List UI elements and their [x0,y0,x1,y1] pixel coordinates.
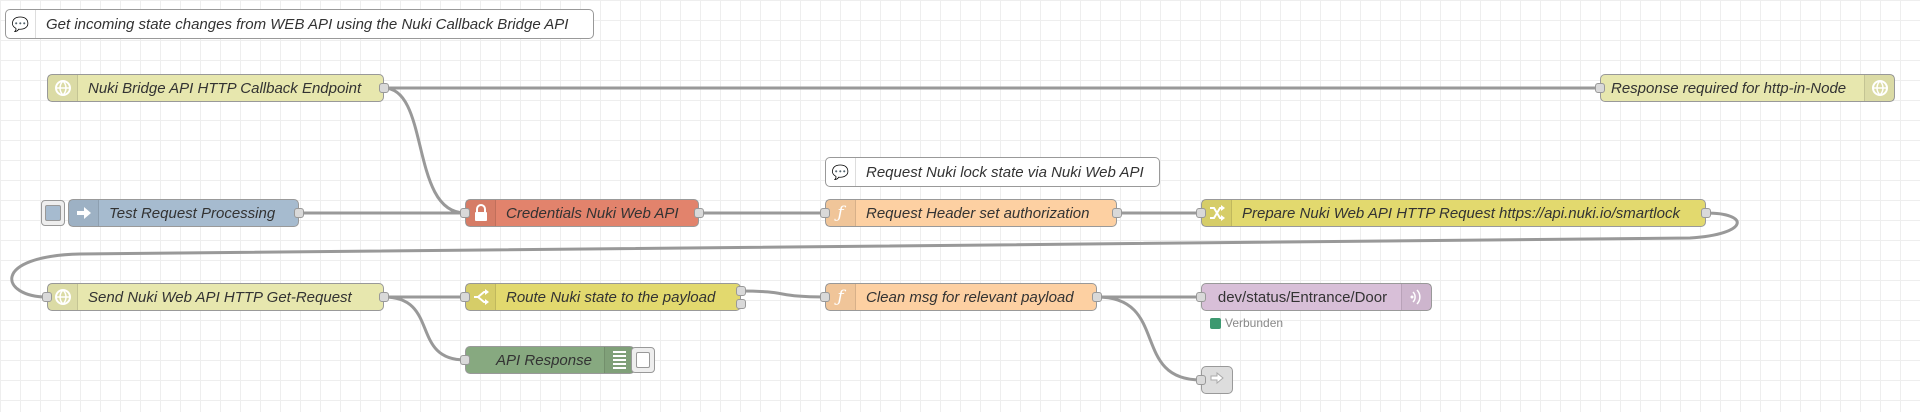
shuffle-icon [1202,200,1232,226]
wire-http-request-to-debug[interactable] [383,295,466,362]
output-port[interactable] [379,83,389,93]
link-out-icon [1209,370,1225,391]
mqtt-icon [1401,284,1431,310]
mqtt-out-node[interactable]: dev/status/Entrance/Door [1196,283,1432,311]
mqtt-status: Verbunden [1210,316,1283,330]
output-port-2[interactable] [736,299,746,309]
input-port[interactable] [460,292,470,302]
inject-trigger-button[interactable] [41,200,65,226]
wire-clean-to-link-out[interactable] [1096,295,1202,382]
node-label: Send Nuki Web API HTTP Get-Request [88,288,352,306]
lock-icon [466,200,496,226]
http-in-node[interactable]: Nuki Bridge API HTTP Callback Endpoint [47,74,389,102]
node-label: Response required for http-in-Node [1611,79,1847,97]
output-port[interactable] [294,208,304,218]
input-port[interactable] [1595,83,1605,93]
http-request-node[interactable]: Send Nuki Web API HTTP Get-Request [42,283,389,311]
node-label: Credentials Nuki Web API [506,204,679,222]
node-label: API Response [496,351,592,369]
output-port[interactable] [694,208,704,218]
status-indicator [1210,317,1221,329]
output-port[interactable] [1701,208,1711,218]
node-label: Route Nuki state to the payload [506,288,716,306]
node-label: Clean msg for relevant payload [866,288,1074,306]
debug-icon [604,347,634,373]
input-port[interactable] [1196,292,1206,302]
debug-toggle-button[interactable] [631,347,655,373]
globe-icon [48,75,78,101]
credentials-node[interactable]: Credentials Nuki Web API [460,199,704,227]
node-label: Test Request Processing [109,204,276,222]
node-label: dev/status/Entrance/Door [1217,288,1388,306]
prepare-request-node[interactable]: Prepare Nuki Web API HTTP Request https:… [1196,199,1711,227]
globe-icon [48,284,78,310]
header-function-node[interactable]: ƒ Request Header set authorization [820,199,1122,227]
status-text: Verbunden [1225,316,1284,330]
comment-label: Get incoming state changes from WEB API … [46,15,569,33]
output-port[interactable] [1092,292,1102,302]
output-port-1[interactable] [736,286,746,296]
input-port[interactable] [460,208,470,218]
speech-bubble-icon: 💬 [826,158,856,186]
globe-icon [1864,75,1894,101]
debug-node[interactable]: API Response [460,346,635,374]
wire-prepare-to-http-request[interactable] [10,211,1739,299]
function-icon: ƒ [826,284,856,310]
link-out-node[interactable] [1196,366,1233,394]
input-port[interactable] [1196,375,1206,385]
comment-node-request-lock[interactable]: 💬 Request Nuki lock state via Nuki Web A… [825,157,1160,187]
wire-http-in-to-credentials[interactable] [383,86,466,215]
clean-function-node[interactable]: ƒ Clean msg for relevant payload [820,283,1102,311]
comment-node-title[interactable]: 💬 Get incoming state changes from WEB AP… [5,9,594,39]
switch-node[interactable]: Route Nuki state to the payload [460,283,746,311]
node-label: Prepare Nuki Web API HTTP Request https:… [1242,204,1680,222]
input-port[interactable] [820,292,830,302]
arrow-in-icon [69,200,99,226]
wire-switch-to-clean[interactable] [740,289,826,299]
output-port[interactable] [1112,208,1122,218]
input-port[interactable] [460,355,470,365]
node-label: Nuki Bridge API HTTP Callback Endpoint [88,79,362,97]
switch-icon [466,284,496,310]
output-port[interactable] [379,292,389,302]
input-port[interactable] [820,208,830,218]
speech-bubble-icon: 💬 [6,10,36,38]
comment-label: Request Nuki lock state via Nuki Web API [866,163,1144,181]
node-label: Request Header set authorization [866,204,1090,222]
http-response-node[interactable]: Response required for http-in-Node [1595,74,1895,102]
function-icon: ƒ [826,200,856,226]
inject-node[interactable]: Test Request Processing [68,199,304,227]
input-port[interactable] [42,292,52,302]
input-port[interactable] [1196,208,1206,218]
